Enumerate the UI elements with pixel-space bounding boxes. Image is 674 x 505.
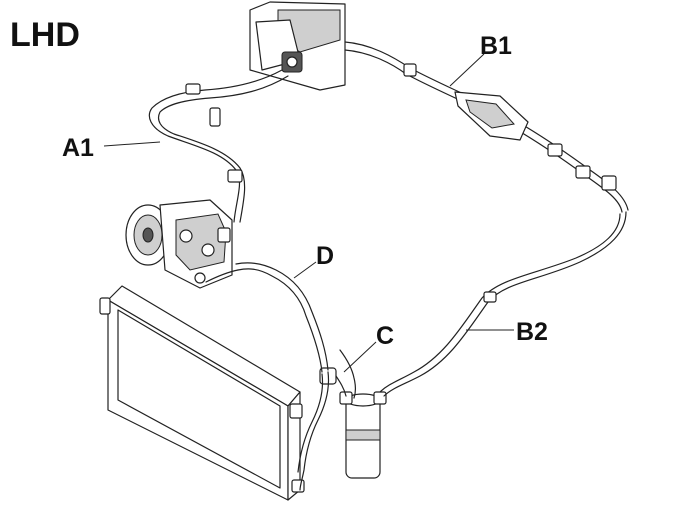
pipe-a1 [148,69,289,223]
receiver-drier [319,367,387,479]
label-b1: B1 [480,32,512,60]
condenser [99,285,305,501]
leaders [103,53,514,373]
label-c: C [376,322,394,350]
pipe-d [205,262,329,373]
leader-b1 [449,53,485,87]
label-d: D [316,242,334,270]
leader-d [293,261,317,279]
evaporator-unit [249,1,346,91]
leader-c [343,341,377,373]
pipe-b2 [379,211,627,397]
pipe-c [297,349,357,491]
leader-a1 [103,141,161,147]
pipe-b1 [344,41,629,213]
label-a1: A1 [62,134,94,162]
diagram-heading: LHD [10,16,80,54]
label-b2: B2 [516,318,548,346]
compressor [125,199,233,289]
